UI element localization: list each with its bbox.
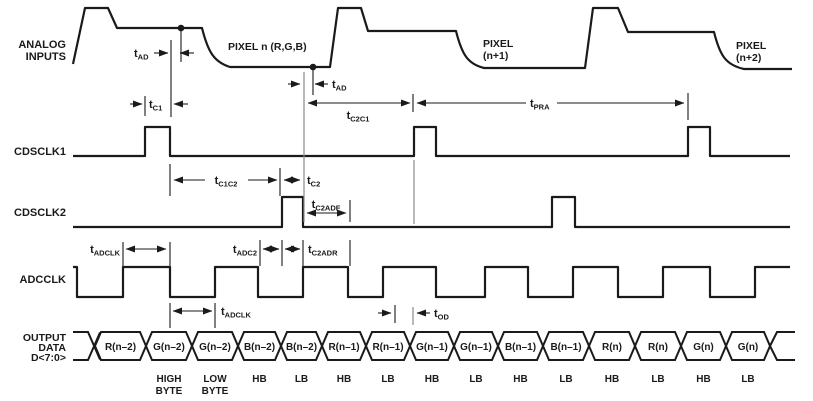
byte-label: LB: [295, 374, 308, 385]
tadc2-label: tADC2: [233, 244, 257, 258]
bus-cell-label: G(n–2): [199, 342, 231, 353]
sample-dot-1: [177, 24, 185, 32]
byte-label: HB: [337, 374, 351, 385]
byte-label: LB: [469, 374, 482, 385]
tc1-label: tC1: [149, 99, 162, 113]
sample-dot-2: [309, 63, 317, 71]
byte-label: HB: [425, 374, 439, 385]
byte-label: LB: [559, 374, 572, 385]
measure-ticks: [122, 31, 689, 328]
bus-cell-label: G(n–2): [153, 342, 185, 353]
analog-inputs-waveform: [71, 6, 792, 71]
tadclk-lower-label: tADCLK: [221, 306, 252, 320]
bus-cell-label: B(n–2): [244, 342, 275, 353]
byte-label: LB: [741, 374, 754, 385]
timing-parameter-labels: tAD tC1 tC1C2 tC2 tC2C1 tPRA tAD tC2ADF …: [90, 48, 550, 322]
bus-cell-label: R(n–2): [105, 342, 136, 353]
byte-label: HB: [513, 374, 527, 385]
tc1c2-label: tC1C2: [215, 175, 238, 189]
bus-cell-label: G(n): [738, 342, 759, 353]
output-data-label-line1: OUTPUT: [23, 332, 67, 344]
byte-labels: HIGH BYTE LOW BYTE HB LB HB LB HB LB HB …: [156, 374, 755, 397]
tad2-label: tAD: [332, 79, 347, 93]
bus-tail: [769, 331, 795, 361]
bus-cell-label: R(n–1): [372, 342, 403, 353]
tc2adr-label: tC2ADR: [308, 244, 338, 258]
byte-label: LOW: [203, 374, 227, 385]
bus-cell-label: B(n–1): [550, 342, 581, 353]
tc2adf-label: tC2ADF: [312, 199, 341, 213]
cdsclk1-label: CDSCLK1: [14, 146, 66, 158]
tad1-label: tAD: [134, 48, 149, 62]
bus-cell-label: B(n–1): [505, 342, 536, 353]
output-data-label-line2: DATA: [38, 342, 66, 354]
analog-inputs-label-line1: ANALOG: [18, 39, 66, 51]
pixel-n2-label-line2: (n+2): [736, 52, 761, 64]
cdsclk1-waveform: [73, 125, 790, 158]
bus-cell-label: R(n): [648, 342, 668, 353]
analog-inputs-label-line2: INPUTS: [26, 51, 66, 63]
dimension-arrows: [125, 49, 685, 317]
bus-cell-label: G(n–1): [416, 342, 448, 353]
adcclk-waveform: [73, 265, 790, 299]
cdsclk2-waveform: [73, 195, 790, 229]
pixel-annotations: PIXEL n (R,G,B) PIXEL (n+1) PIXEL (n+2): [228, 38, 767, 64]
pixel-n1-label-line1: PIXEL: [483, 38, 514, 50]
signal-labels: ANALOG INPUTS CDSCLK1 CDSCLK2 ADCCLK OUT…: [14, 39, 67, 364]
tpra-label: tPRA: [530, 98, 550, 112]
tadclk-upper-label: tADCLK: [90, 244, 121, 258]
tod-label: tOD: [434, 308, 450, 322]
byte-label: BYTE: [156, 386, 183, 397]
output-data-bus: R(n–2) G(n–2) G(n–2) B(n–2) B(n–2) R(n–1…: [73, 331, 795, 361]
bus-cell-label: R(n–1): [328, 342, 359, 353]
byte-label: HB: [252, 374, 266, 385]
byte-label: HB: [605, 374, 619, 385]
pixel-n2-label-line1: PIXEL: [736, 40, 767, 52]
pixel-n-label: PIXEL n (R,G,B): [228, 41, 307, 53]
bus-cell-label: G(n): [693, 342, 714, 353]
byte-label: LB: [381, 374, 394, 385]
cdsclk2-label: CDSCLK2: [14, 207, 66, 219]
byte-label: LB: [651, 374, 664, 385]
tc2-label: tC2: [307, 175, 320, 189]
pixel-n1-label-line2: (n+1): [483, 50, 508, 62]
byte-label: HB: [696, 374, 710, 385]
byte-label: BYTE: [202, 386, 229, 397]
bus-cell-label: B(n–2): [286, 342, 317, 353]
tc2c1-label: tC2C1: [347, 110, 370, 124]
byte-label: HIGH: [157, 374, 182, 385]
adcclk-label: ADCCLK: [20, 274, 66, 286]
bus-cell-label: R(n): [602, 342, 622, 353]
output-data-label-line3: D<7:0>: [31, 352, 66, 364]
bus-cell-label: G(n–1): [460, 342, 492, 353]
